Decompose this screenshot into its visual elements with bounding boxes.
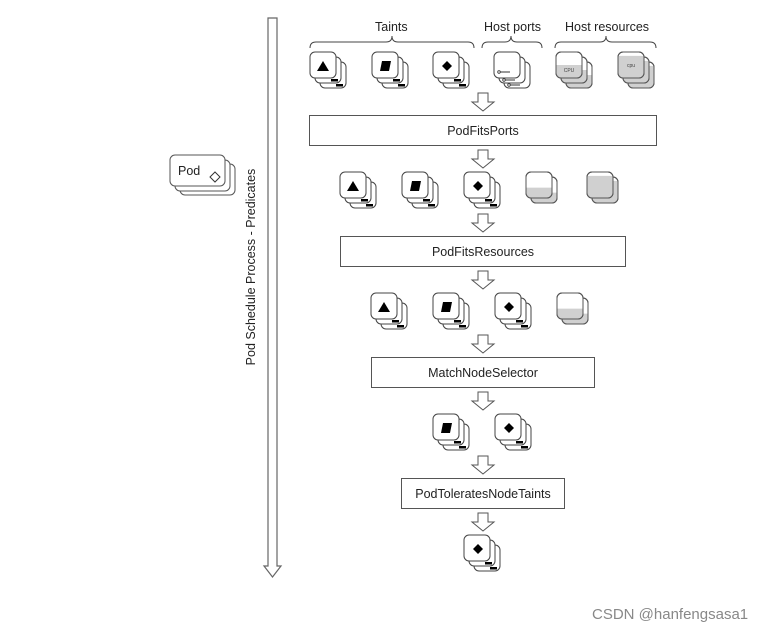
square-taint-icon [441,423,452,433]
node-stack-taint-diamond [463,171,501,209]
node-stack-taint-square [371,51,409,89]
diamond-taint-icon [504,302,514,312]
node-stack-taint-triangle [339,171,377,209]
triangle-taint-icon [378,302,390,312]
node-stack-taint-triangle [309,51,347,89]
flow-arrow-icon [470,149,496,169]
group-label-host-resources: Host resources [565,20,650,34]
node-stack-resource-partial [525,171,558,204]
node-stack-host-port [493,51,531,89]
node-stack-taint-square [401,171,439,209]
pod-label: Pod [178,164,201,178]
node-stack-taint-diamond [463,534,501,572]
flow-arrow-icon [470,391,496,411]
square-taint-icon [410,181,421,191]
node-stack-resource-full [586,171,619,204]
node-stack-taint-triangle [370,292,408,330]
flow-arrow-icon [470,455,496,475]
pod-diamond-icon [209,171,221,183]
stage-label: PodToleratesNodeTaints [415,486,551,501]
port-icon [497,70,501,74]
flow-arrow-icon [470,213,496,233]
triangle-taint-icon [347,181,359,191]
watermark: CSDN @hanfengsasa1 [592,606,749,623]
stage-podfitsresources: PodFitsResources [340,236,626,267]
diamond-taint-icon [504,423,514,433]
cpu-resource-label: cpu [627,63,635,69]
group-label-host-ports: Host ports [484,20,541,34]
node-stack-resource-partial [556,292,589,325]
brace-host-ports [481,35,543,49]
node-stack-taint-diamond [494,413,532,451]
flow-arrow-icon [470,270,496,290]
node-stack-taint-diamond [432,51,470,89]
node-stack-taint-diamond [494,292,532,330]
stage-label: PodFitsResources [431,244,535,259]
group-label-taints: Taints [375,20,408,34]
stage-podfitsports: PodFitsPorts [309,115,657,146]
cpu-resource-label: CPU [564,68,575,74]
node-stack-taint-square [432,413,470,451]
node-stack-resource-cpu-upper: CPU [555,51,593,89]
triangle-taint-icon [317,61,329,71]
stage-label: MatchNodeSelector [428,365,538,380]
diamond-taint-icon [473,544,483,554]
diamond-taint-icon [473,181,483,191]
stage-podtoleratesnodetaints: PodToleratesNodeTaints [401,478,565,509]
node-stack-resource-cpu-lower: cpu [617,51,655,89]
diamond-taint-icon [442,61,452,71]
brace-host-resources [554,35,657,49]
flow-arrow-icon [470,512,496,532]
brace-taints [309,35,475,49]
square-taint-icon [380,61,391,71]
stage-label: PodFitsPorts [447,123,519,138]
stage-matchnodeselector: MatchNodeSelector [371,357,595,388]
flow-arrow-icon [470,334,496,354]
node-stack-taint-square [432,292,470,330]
flow-arrow-icon [470,92,496,112]
square-taint-icon [441,302,452,312]
